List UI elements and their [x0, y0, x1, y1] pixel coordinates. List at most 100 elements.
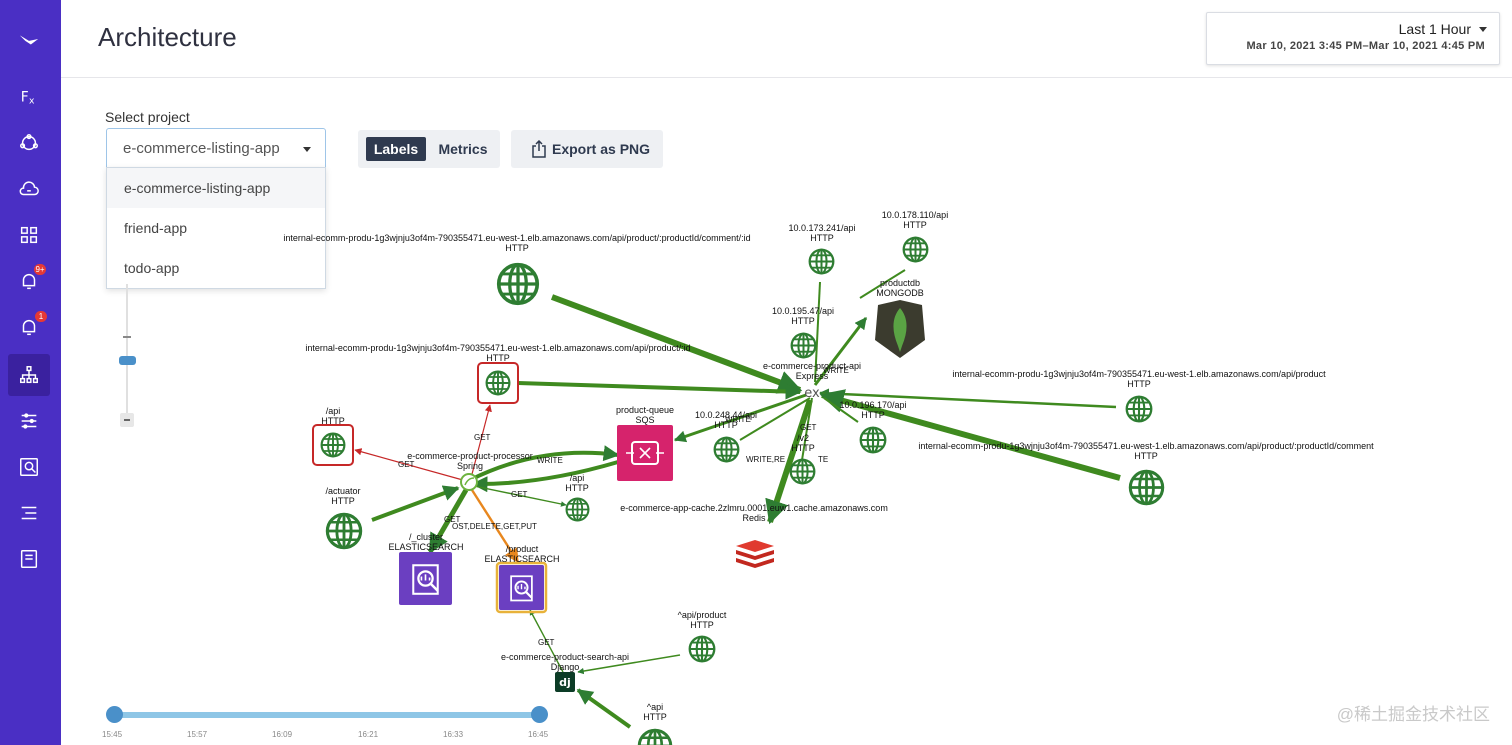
graph-edge[interactable]	[471, 460, 619, 493]
node-es-product[interactable]: /product ELASTICSEARCH	[484, 544, 560, 614]
top-bar: Architecture Last 1 Hour Mar 10, 2021 3:…	[61, 0, 1512, 78]
node-type: HTTP	[321, 416, 345, 426]
graph-edge[interactable]	[814, 281, 821, 383]
node-label: e-commerce-app-cache.2zlmru.0001.euw1.ca…	[620, 503, 888, 513]
timeline-start-handle[interactable]	[106, 706, 123, 723]
node-search-api[interactable]: dj e-commerce-product-search-api Django	[501, 652, 629, 692]
project-option[interactable]: friend-app	[124, 220, 188, 236]
node-label: 10.0.178.110/api	[882, 210, 948, 220]
node-product[interactable]: internal-ecomm-produ-1g3wjnju3of4m-79035…	[952, 369, 1326, 423]
timeline-tick: 15:45	[102, 730, 123, 739]
zoom-tick	[123, 336, 131, 338]
graph-edge[interactable]	[469, 445, 620, 482]
node-label: e-commerce-product-processor	[407, 451, 533, 461]
zoom-slider-track[interactable]	[126, 284, 128, 414]
bell-icon[interactable]: 1	[8, 306, 50, 348]
architecture-icon[interactable]	[8, 354, 50, 396]
node-type: ELASTICSEARCH	[484, 554, 559, 564]
project-select[interactable]: e-commerce-listing-app	[106, 128, 326, 170]
labels-toggle-button[interactable]: Labels	[366, 137, 426, 161]
node-express[interactable]: ex e-commerce-product-api Express	[763, 361, 861, 401]
logs-icon[interactable]	[8, 492, 50, 534]
graph-edge[interactable]	[517, 381, 802, 400]
svg-text:x: x	[29, 95, 35, 106]
node-cluster[interactable]: /_cluster ELASTICSEARCH	[388, 532, 464, 605]
zoom-slider-handle[interactable]	[119, 356, 136, 365]
graph-edge[interactable]	[576, 688, 632, 729]
logo-icon[interactable]	[8, 18, 50, 60]
time-range-picker[interactable]: Last 1 Hour Mar 10, 2021 3:45 PM–Mar 10,…	[1206, 12, 1500, 65]
time-range-detail: Mar 10, 2021 3:45 PM–Mar 10, 2021 4:45 P…	[1246, 40, 1485, 52]
notebook-icon[interactable]	[8, 538, 50, 580]
node-label: productdb	[880, 278, 920, 288]
search-list-icon[interactable]	[8, 446, 50, 488]
timeline-slider[interactable]: 15:45 15:57 16:09 16:21 16:33 16:45	[100, 700, 560, 745]
edge-label: TE	[818, 455, 828, 464]
node-ip178[interactable]: 10.0.178.110/api HTTP	[882, 210, 948, 263]
timeline-range[interactable]	[114, 712, 540, 718]
share-icon	[532, 140, 546, 158]
graph-edge[interactable]	[739, 397, 811, 441]
node-api-product[interactable]: ^api/product HTTP	[678, 610, 727, 663]
timeline-tick: 16:45	[528, 730, 549, 739]
project-option[interactable]: todo-app	[124, 260, 180, 276]
edge-label: WRITE	[823, 366, 849, 375]
graph-edge[interactable]	[823, 397, 859, 423]
graph-edge[interactable]	[673, 393, 807, 443]
node-ip196[interactable]: 10.0.196.170/api HTTP	[839, 400, 907, 454]
export-png-label: Export as PNG	[552, 141, 651, 157]
graph-edge[interactable]	[859, 269, 906, 299]
graph-edge[interactable]	[473, 485, 567, 507]
node-label: 10.0.196.170/api	[839, 400, 906, 410]
node-api-left[interactable]: /api HTTP	[312, 406, 354, 466]
node-product-id[interactable]: internal-ecomm-produ-1g3wjnju3of4m-79035…	[305, 343, 691, 404]
filter-icon[interactable]	[8, 400, 50, 442]
graph-edge[interactable]	[354, 448, 471, 483]
node-mongo[interactable]: productdb MONGODB	[875, 278, 925, 358]
network-icon[interactable]	[8, 122, 50, 164]
node-label: 10.0.173.241/api	[788, 223, 855, 233]
graph-edge[interactable]	[819, 388, 1117, 409]
node-api-mid[interactable]: /api HTTP	[565, 473, 590, 522]
node-comment-id[interactable]: internal-ecomm-produ-1g3wjnju3of4m-79035…	[283, 233, 751, 306]
node-actuator[interactable]: /actuator HTTP	[325, 486, 363, 550]
node-v2[interactable]: /v2 HTTP	[789, 433, 816, 485]
node-type: HTTP	[331, 496, 355, 506]
node-type: HTTP	[810, 233, 834, 243]
node-redis[interactable]: e-commerce-app-cache.2zlmru.0001.euw1.ca…	[620, 503, 888, 568]
graph-edge[interactable]	[550, 294, 803, 394]
node-type: MONGODB	[876, 288, 924, 298]
graph-edge[interactable]	[470, 404, 492, 479]
node-type: SQS	[635, 415, 654, 425]
timeline-tick: 16:09	[272, 730, 293, 739]
node-queue[interactable]: product-queue SQS	[616, 405, 674, 481]
node-ip195[interactable]: 10.0.195.47/api HTTP	[772, 306, 834, 359]
node-ip248[interactable]: 10.0.248.44/api HTTP	[695, 410, 757, 463]
export-png-button[interactable]: Export as PNG	[511, 130, 663, 168]
alerts-icon[interactable]: 9+	[8, 260, 50, 302]
project-select-value: e-commerce-listing-app	[123, 140, 280, 157]
metrics-toggle-button[interactable]: Metrics	[438, 141, 488, 157]
node-type: HTTP	[791, 316, 815, 326]
graph-edge[interactable]	[427, 488, 469, 554]
node-comment[interactable]: internal-ecomm-produ-1g3wjnju3of4m-79035…	[918, 441, 1374, 506]
graph-edge[interactable]	[765, 399, 813, 525]
node-api-bottom[interactable]: ^api HTTP	[637, 702, 673, 745]
graph-edge[interactable]	[813, 317, 868, 386]
timeline-end-handle[interactable]	[531, 706, 548, 723]
graph-edge[interactable]	[371, 485, 460, 522]
graph-edge[interactable]	[819, 389, 1121, 481]
node-processor[interactable]: e-commerce-product-processor Spring	[407, 451, 533, 491]
zoom-out-button[interactable]	[120, 413, 134, 427]
node-ip173[interactable]: 10.0.173.241/api HTTP	[788, 223, 856, 275]
cloud-icon[interactable]	[8, 168, 50, 210]
graph-edges	[354, 269, 1121, 729]
project-option[interactable]: e-commerce-listing-app	[107, 168, 325, 208]
svg-text:dj: dj	[559, 676, 571, 689]
graph-edge[interactable]	[577, 654, 681, 675]
dashboard-icon[interactable]	[8, 214, 50, 256]
graph-edge[interactable]	[529, 609, 564, 673]
graph-edge[interactable]	[470, 489, 520, 564]
